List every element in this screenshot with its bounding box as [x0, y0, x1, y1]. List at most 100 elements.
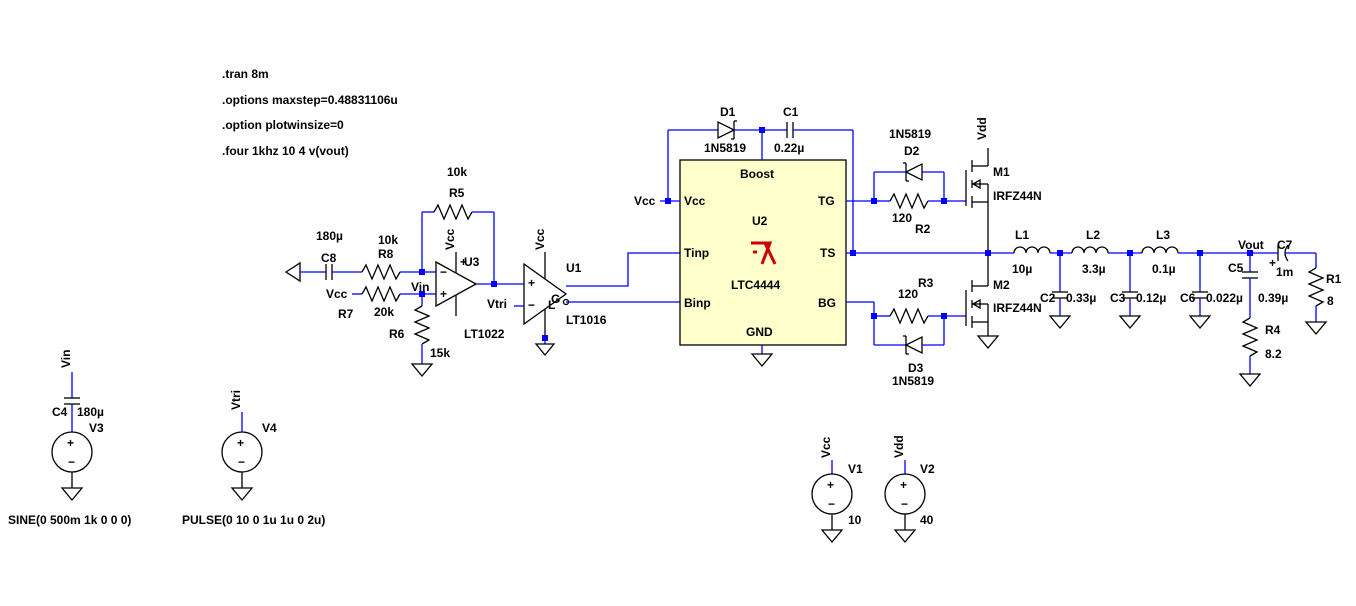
u2-model: LTC4444	[731, 278, 780, 292]
capacitor-c8[interactable]	[325, 264, 362, 280]
mosfet-m2[interactable]	[965, 253, 1000, 350]
c2-value: 0.33µ	[1066, 291, 1096, 305]
c6-ground-icon	[1188, 315, 1212, 330]
mosfet-m1[interactable]	[965, 148, 989, 253]
m2-model: IRFZ44N	[993, 301, 1042, 315]
v1-ground-icon	[820, 529, 844, 544]
svg-text:+: +	[440, 287, 447, 301]
svg-text:+: +	[1269, 256, 1276, 270]
svg-text:−: −	[440, 265, 447, 279]
inductor-l2[interactable]	[1071, 246, 1109, 254]
v2-ground-icon	[893, 529, 917, 544]
lower-gate-network: R3 120 D3 1N5819	[846, 276, 966, 388]
inductor-l1[interactable]	[1013, 246, 1051, 254]
svg-text:+: +	[460, 255, 467, 269]
m1-model: IRFZ44N	[993, 189, 1042, 203]
c2-name: C2	[1040, 291, 1056, 305]
c7-value: 1m	[1276, 265, 1293, 279]
resistor-r7[interactable]	[361, 285, 401, 303]
svg-text:−: −	[901, 497, 908, 511]
svg-text:+: +	[900, 478, 907, 492]
junctions	[419, 127, 1253, 341]
l1-value: 10µ	[1012, 262, 1032, 276]
svg-text:−: −	[828, 497, 835, 511]
c4-value: 180µ	[77, 405, 104, 419]
svg-text:+: +	[67, 436, 74, 450]
resistor-r1[interactable]	[1307, 267, 1325, 307]
resistor-r2[interactable]	[889, 192, 929, 210]
l3-value: 0.1µ	[1152, 262, 1176, 276]
v3-ground-icon	[60, 487, 84, 502]
pin-ts-label: TS	[820, 246, 835, 260]
resistor-r3[interactable]	[889, 307, 929, 325]
source-v1[interactable]: + −	[811, 460, 853, 544]
v2-value: 40	[920, 513, 934, 527]
d3-model: 1N5819	[892, 374, 934, 388]
v4-vtri-label: Vtri	[229, 390, 243, 410]
resistor-r6[interactable]	[413, 305, 431, 345]
lt-logo-icon	[751, 241, 777, 265]
resistor-r5[interactable]	[433, 203, 473, 221]
r3-value: 120	[898, 287, 918, 301]
l2-value: 3.3µ	[1082, 262, 1106, 276]
d1-name: D1	[720, 105, 736, 119]
r4-ground-icon	[1238, 373, 1262, 388]
source-v3[interactable]: + −	[51, 372, 93, 502]
v3-vin-label: Vin	[59, 350, 73, 368]
r2-name: R2	[915, 222, 931, 236]
r5-value: 10k	[447, 165, 467, 179]
c3-ground-icon	[1118, 315, 1142, 330]
source-v4[interactable]: + −	[221, 412, 263, 502]
source-v2[interactable]: + −	[884, 460, 926, 544]
c3-name: C3	[1110, 291, 1126, 305]
c5-value: 0.39µ	[1258, 291, 1288, 305]
pin-binp-label: Binp	[684, 296, 711, 310]
v1-vcc-label: Vcc	[819, 436, 833, 458]
svg-text:+: +	[827, 478, 834, 492]
directive-four: .four 1khz 10 4 v(vout)	[222, 144, 349, 158]
r7-name: R7	[338, 307, 354, 321]
directive-tran: .tran 8m	[222, 67, 269, 81]
vin-net-label: Vin	[411, 280, 429, 294]
r4-value: 8.2	[1265, 347, 1282, 361]
v3-name: V3	[89, 421, 104, 435]
r6-name: R6	[389, 327, 405, 341]
u2-vcc-net: Vcc	[634, 194, 656, 208]
r1-ground-icon	[1304, 321, 1328, 336]
u1-name: U1	[566, 261, 582, 275]
c8-name: C8	[321, 251, 337, 265]
diode-d3[interactable]	[903, 335, 923, 355]
u3-model: LT1022	[464, 327, 505, 341]
u3-vcc-label: Vcc	[443, 228, 457, 250]
r7-net-vcc: Vcc	[326, 287, 348, 301]
v1-value: 10	[848, 513, 862, 527]
resistor-r4[interactable]	[1241, 317, 1259, 357]
c7-name: C7	[1277, 238, 1293, 252]
r6-value: 15k	[430, 346, 450, 360]
pin-vcc-label: Vcc	[684, 194, 706, 208]
r6-ground-icon	[410, 363, 434, 378]
c1-name: C1	[783, 105, 799, 119]
driver-ic-u2[interactable]: Boost Vcc TG U2 Tinp TS LTC4444 Binp BG …	[679, 159, 847, 346]
vout-net-label: Vout	[1238, 238, 1264, 252]
d3-name: D3	[908, 361, 924, 375]
r1-value: 8	[1327, 294, 1334, 308]
m1-vdd-label: Vdd	[975, 117, 989, 140]
u2-name: U2	[752, 214, 768, 228]
u1-vcc-label: Vcc	[533, 228, 547, 250]
spice-directives: .tran 8m .options maxstep=0.48831106u .o…	[222, 67, 398, 158]
c8-value: 180µ	[316, 229, 343, 243]
u3-name: U3	[464, 255, 480, 269]
r1-name: R1	[1326, 272, 1342, 286]
upper-gate-network: 1N5819 D2 120 R2	[846, 127, 966, 236]
resistor-r8[interactable]	[361, 263, 401, 281]
r2-value: 120	[892, 211, 912, 225]
r8-name: R8	[378, 247, 394, 261]
v4-name: V4	[262, 421, 277, 435]
u2-ground-icon	[750, 353, 774, 368]
c4-name: C4	[52, 405, 68, 419]
svg-text:L: L	[548, 298, 555, 312]
svg-text:+: +	[528, 276, 535, 290]
inductor-l3[interactable]	[1141, 246, 1179, 254]
u1-model: LT1016	[566, 313, 607, 327]
